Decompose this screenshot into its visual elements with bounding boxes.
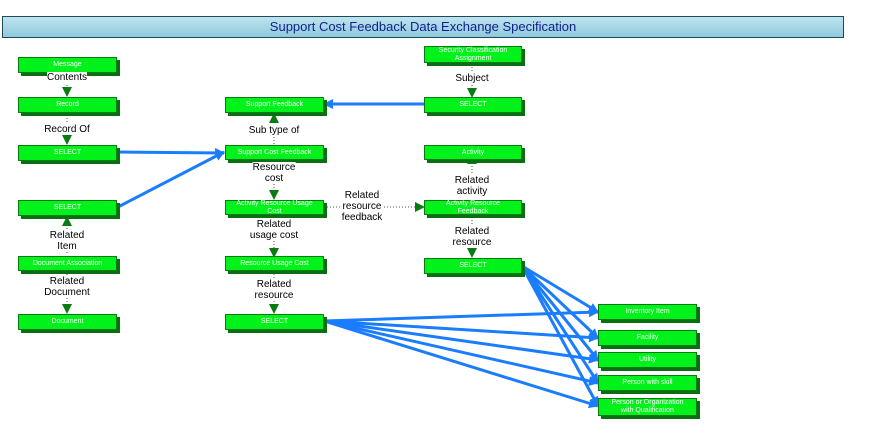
node-support-feedback[interactable]: Support Feedback: [225, 97, 324, 113]
node-inventory-item[interactable]: Inventory Item: [598, 304, 697, 320]
node-document[interactable]: Document: [18, 314, 117, 330]
arrowhead-select-item: [62, 216, 72, 226]
arrow-resource-to-person-skill: [323, 319, 599, 386]
arrow-resource-to-person-org: [323, 319, 599, 409]
label-related-usage-cost: Related usage cost: [249, 219, 299, 241]
label-related-document: Related Document: [44, 276, 90, 298]
arrowhead-activity-resource-feedback-side: [415, 202, 425, 212]
label-related-activity: Related activity: [454, 175, 490, 197]
arrow-activity-resource-to-person-skill: [520, 265, 600, 384]
arrowhead-support-feedback: [269, 113, 279, 123]
node-select-resource[interactable]: SELECT: [225, 314, 324, 330]
arrowhead-document: [62, 304, 72, 314]
diagram-title: Support Cost Feedback Data Exchange Spec…: [2, 16, 844, 38]
node-activity[interactable]: Activity: [424, 145, 522, 160]
label-resource-cost: Resource cost: [252, 162, 296, 184]
arrowhead-select-security: [467, 88, 477, 98]
arrow-activity-resource-to-inventory: [521, 264, 599, 314]
label-related-resource-left: Related resource: [254, 279, 294, 301]
node-resource-usage-cost[interactable]: Resource Usage Cost: [225, 256, 324, 271]
node-facility[interactable]: Facility: [598, 330, 697, 346]
label-related-resource-right: Related resource: [452, 226, 492, 248]
arrow-resource-to-utility: [323, 319, 599, 364]
arrow-activity-resource-to-utility: [520, 265, 600, 361]
node-select-security[interactable]: SELECT: [424, 97, 522, 113]
arrowhead-record: [62, 87, 72, 97]
arrowhead-resource-usage-cost: [269, 248, 279, 258]
arrow-select-record-to-support-cost: [117, 147, 225, 158]
label-sub-type-of: Sub type of: [248, 125, 300, 136]
node-support-cost-feedback[interactable]: Support Cost Feedback: [225, 145, 324, 160]
node-activity-resource-usage-cost[interactable]: Activity Resource Usage Cost: [225, 200, 324, 215]
node-security-classification-assignment[interactable]: Security Classification Assignment: [424, 46, 522, 63]
arrow-select-item-to-support-cost: [117, 150, 225, 209]
node-select-record[interactable]: SELECT: [18, 145, 117, 161]
arrow-activity-resource-to-facility: [520, 264, 600, 340]
node-utility[interactable]: Utility: [598, 352, 697, 368]
arrow-resource-to-facility: [323, 319, 599, 343]
label-record-of: Record Of: [44, 124, 90, 135]
node-activity-resource-feedback[interactable]: Activity Resource Feedback: [424, 200, 522, 215]
node-person-with-skill[interactable]: Person with skill: [598, 375, 697, 391]
node-document-association[interactable]: Document Association: [18, 256, 117, 271]
arrow-activity-resource-to-person-org: [520, 265, 600, 407]
node-select-item[interactable]: SELECT: [18, 200, 117, 216]
arrowhead-activity-resource-usage-cost: [269, 190, 279, 200]
label-subject: Subject: [455, 73, 489, 84]
label-related-item: Related Item: [49, 230, 85, 252]
node-person-or-organization[interactable]: Person or Organization with Qualificatio…: [598, 398, 697, 416]
node-message[interactable]: Message: [18, 57, 117, 73]
node-select-activity-resource[interactable]: SELECT: [424, 258, 522, 274]
label-contents: Contents: [46, 72, 88, 83]
label-related-resource-feedback: Related resource feedback: [341, 190, 383, 223]
arrowhead-select-record: [62, 135, 72, 145]
node-record[interactable]: Record: [18, 97, 117, 113]
arrowhead-select-resource: [269, 304, 279, 314]
arrowhead-select-activity-resource: [467, 248, 477, 258]
